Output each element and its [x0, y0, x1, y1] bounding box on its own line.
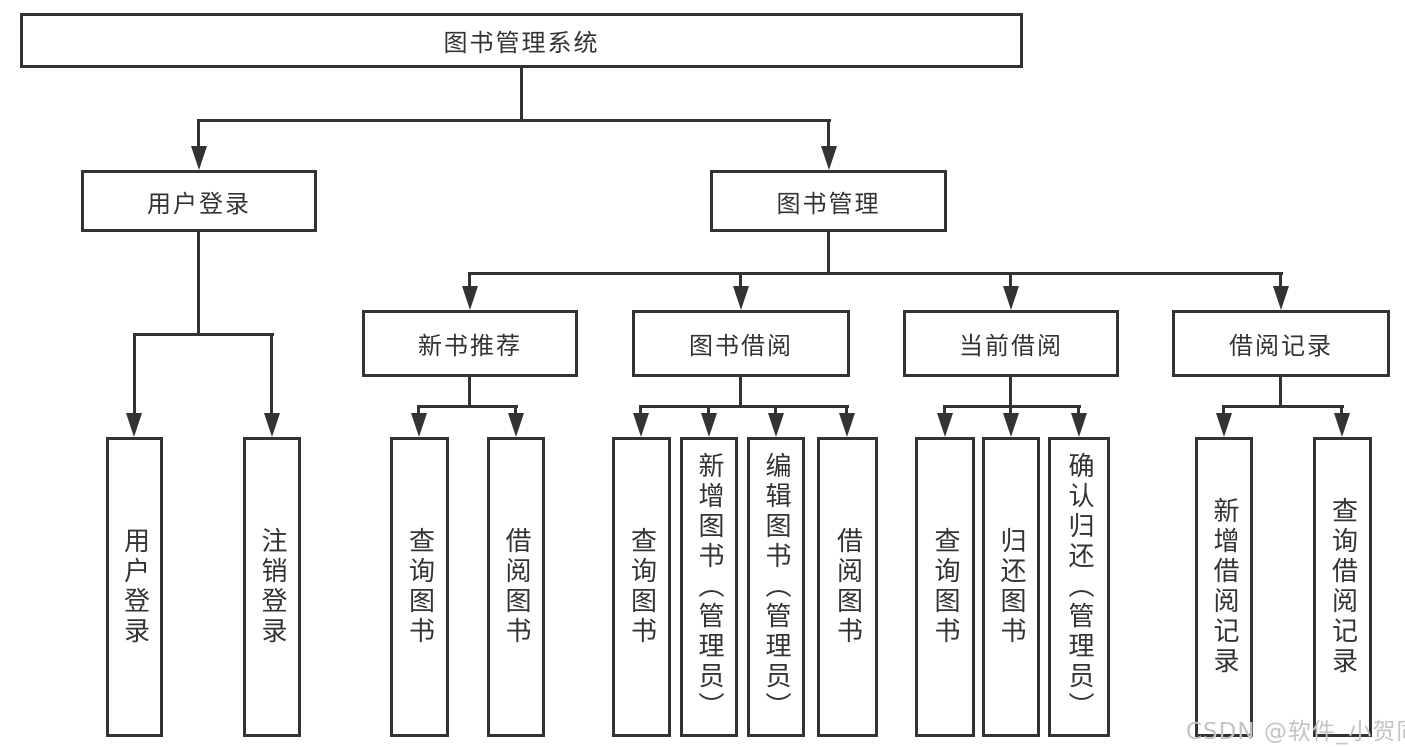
- node-root: 图书管理系统: [20, 13, 1023, 68]
- edge-root-down: [520, 68, 523, 122]
- arrowhead-cb-confirm: [1071, 413, 1087, 437]
- edge-stem-bb-borrow: [845, 405, 848, 415]
- node-book-management: 图书管理: [710, 170, 947, 232]
- leaf-bb-edit-books-admin: 编辑图书（管理员）: [747, 437, 805, 737]
- edge-stem-bb-query: [639, 405, 642, 415]
- arrowhead-borrowing-records: [1273, 286, 1289, 310]
- leaf-bb-query-books: 查询图书: [612, 437, 671, 737]
- edge-current-borrowing-split: [944, 405, 1081, 408]
- edge-stem-book-management: [827, 119, 830, 147]
- arrowhead-bb-query: [633, 413, 649, 437]
- leaf-br-add-record: 新增借阅记录: [1195, 437, 1253, 737]
- edge-stem-br-add: [1222, 405, 1225, 415]
- leaf-nbr-borrow-books: 借阅图书: [487, 437, 545, 737]
- arrowhead-leaf-user-login: [126, 413, 142, 437]
- edge-stem-book-borrowing: [739, 272, 742, 288]
- arrowhead-bb-edit: [768, 413, 784, 437]
- edge-stem-user-login: [197, 119, 200, 147]
- edge-book-management-down: [827, 232, 830, 275]
- leaf-nbr-query-books: 查询图书: [390, 437, 449, 737]
- edge-new-book-recommend-down: [468, 377, 471, 408]
- arrowhead-current-borrowing: [1003, 286, 1019, 310]
- edge-stem-cb-confirm: [1077, 405, 1080, 415]
- node-new-book-recommend: 新书推荐: [362, 310, 578, 377]
- node-borrowing-records: 借阅记录: [1172, 310, 1390, 377]
- edge-user-login-down: [197, 232, 200, 336]
- leaf-cb-query-books: 查询图书: [915, 437, 975, 737]
- edge-stem-bb-edit: [774, 405, 777, 415]
- leaf-cb-confirm-return-admin: 确认归还（管理员）: [1048, 437, 1110, 737]
- edge-stem-cb-query: [943, 405, 946, 415]
- arrowhead-nbr-query: [411, 413, 427, 437]
- arrowhead-user-login: [191, 146, 207, 170]
- arrowhead-leaf-logout: [264, 413, 280, 437]
- arrowhead-br-add: [1216, 413, 1232, 437]
- edge-stem-nbr-query: [417, 405, 420, 415]
- arrowhead-bb-add: [701, 413, 717, 437]
- edge-stem-new-book-recommend: [468, 272, 471, 288]
- edge-stem-cb-return: [1009, 405, 1012, 415]
- edge-user-login-split: [133, 333, 274, 336]
- node-user-login: 用户登录: [81, 170, 317, 232]
- arrowhead-new-book-recommend: [462, 286, 478, 310]
- edge-stem-bb-add: [707, 405, 710, 415]
- edge-book-borrowing-split: [640, 405, 849, 408]
- watermark: CSDN @软件_小贺同学: [1186, 719, 1405, 745]
- node-book-borrowing: 图书借阅: [632, 310, 850, 377]
- leaf-bb-borrow-books: 借阅图书: [817, 437, 878, 737]
- leaf-logout-login: 注销登录: [243, 437, 301, 737]
- arrowhead-book-borrowing: [733, 286, 749, 310]
- edge-book-borrowing-down: [739, 377, 742, 408]
- node-current-borrowing: 当前借阅: [903, 310, 1119, 377]
- edge-root-split: [198, 119, 831, 122]
- arrowhead-nbr-borrow: [508, 413, 524, 437]
- leaf-br-query-record: 查询借阅记录: [1313, 437, 1372, 737]
- edge-new-book-recommend-split: [418, 405, 518, 408]
- edge-stem-borrowing-records: [1279, 272, 1282, 288]
- arrowhead-book-management: [821, 146, 837, 170]
- edge-stem-leaf-user-login: [133, 333, 136, 413]
- leaf-bb-add-books-admin: 新增图书（管理员）: [680, 437, 738, 737]
- edge-borrowing-records-split: [1223, 405, 1344, 408]
- edge-stem-br-query: [1340, 405, 1343, 415]
- edge-book-management-split: [469, 272, 1283, 275]
- arrowhead-br-query: [1334, 413, 1350, 437]
- edge-stem-current-borrowing: [1009, 272, 1012, 288]
- arrowhead-bb-borrow: [839, 413, 855, 437]
- edge-current-borrowing-down: [1009, 377, 1012, 408]
- arrowhead-cb-query: [937, 413, 953, 437]
- edge-stem-leaf-logout: [270, 333, 273, 413]
- edge-stem-nbr-borrow: [514, 405, 517, 415]
- arrowhead-cb-return: [1003, 413, 1019, 437]
- edge-borrowing-records-down: [1279, 377, 1282, 408]
- leaf-user-login: 用户登录: [106, 437, 163, 737]
- leaf-cb-return-books: 归还图书: [982, 437, 1040, 737]
